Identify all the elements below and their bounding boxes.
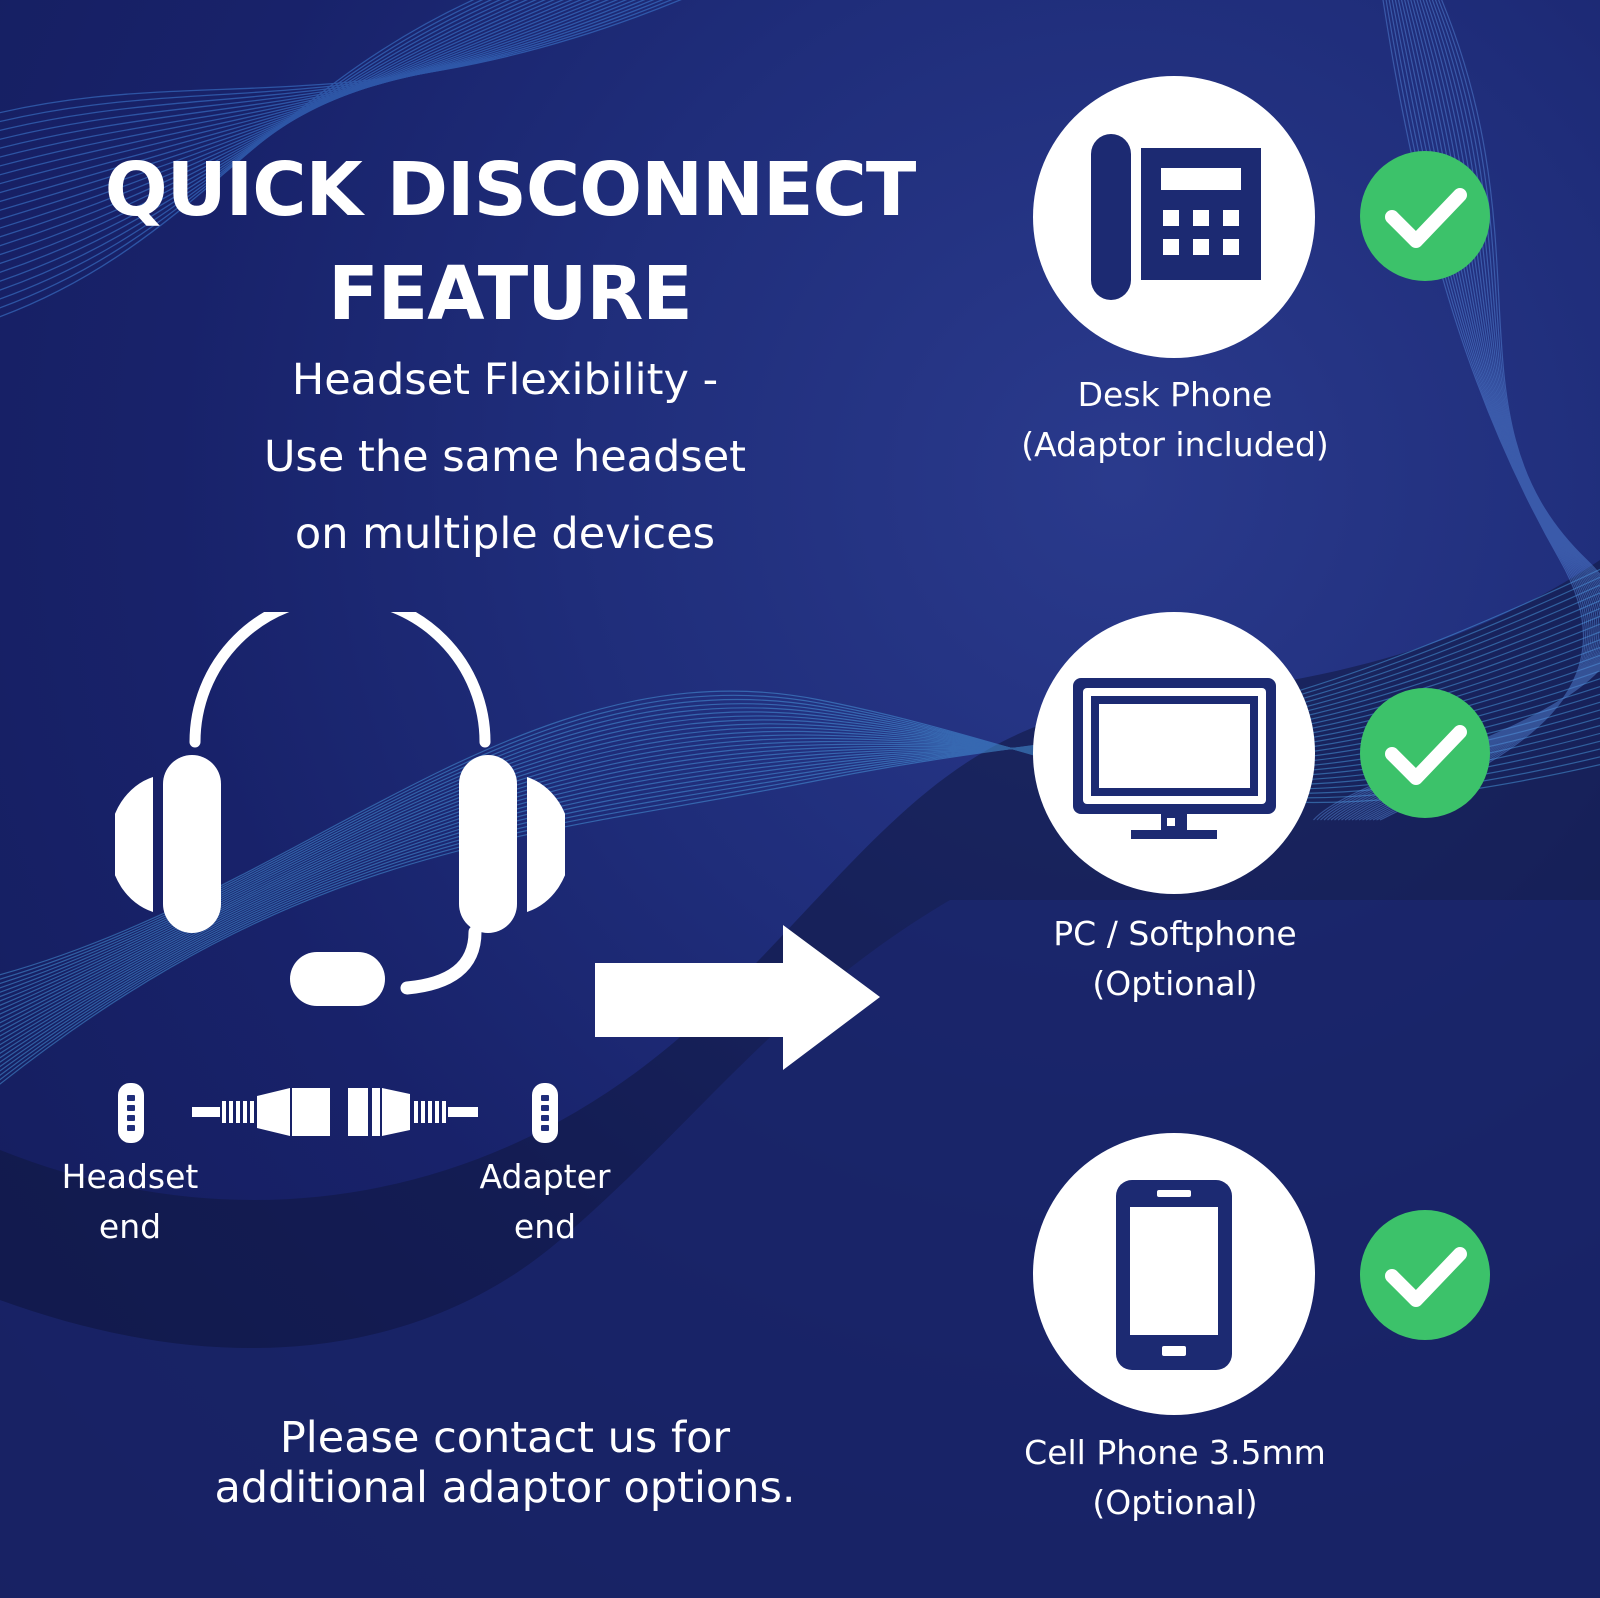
contact-note: Please contact us for additional adaptor… [100, 1413, 910, 1513]
cell-phone-label: Cell Phone 3.5mm (Optional) [1024, 1433, 1326, 1522]
subtitle-line-1: Headset Flexibility - [291, 355, 719, 405]
contact-note-line-2: additional adaptor options. [214, 1463, 796, 1513]
title-line-2: FEATURE [328, 251, 693, 337]
pc-softphone-supported-check [1360, 688, 1490, 818]
wave-line [0, 0, 655, 140]
contact-note-line-1: Please contact us for [279, 1413, 731, 1463]
desk-phone-circle [1033, 76, 1315, 358]
pc-softphone-label: PC / Softphone (Optional) [1053, 914, 1297, 1003]
desk-phone-supported-check [1360, 151, 1490, 281]
subtitle: Headset Flexibility - Use the same heads… [110, 342, 900, 573]
desk-phone-label: Desk Phone (Adaptor included) [1021, 375, 1329, 464]
checkmark-icon [1385, 1247, 1467, 1307]
subtitle-line-2: Use the same headset [263, 432, 747, 482]
monitor-icon [1073, 678, 1276, 839]
cell-phone-circle [1033, 1133, 1315, 1415]
wave-line [0, 0, 682, 114]
headset-end-label: Headset end [61, 1157, 199, 1246]
quick-disconnect-connector-icon [118, 1083, 558, 1143]
checkmark-icon [1385, 725, 1467, 785]
subtitle-line-3: on multiple devices [294, 509, 716, 559]
smartphone-icon [1116, 1180, 1232, 1370]
checkmark-icon [1385, 188, 1467, 248]
title-line-1: QUICK DISCONNECT [104, 147, 917, 233]
adapter-end-label: Adapter end [479, 1157, 611, 1246]
headset-icon [115, 612, 565, 1006]
page-title: QUICK DISCONNECT FEATURE [60, 138, 960, 346]
wave-line [0, 0, 673, 123]
desk-phone-icon [1091, 134, 1261, 300]
wave-line [0, 0, 646, 149]
wave-line [0, 0, 664, 132]
cell-phone-supported-check [1360, 1210, 1490, 1340]
pc-softphone-circle [1033, 612, 1315, 894]
arrow-right-icon [595, 925, 880, 1070]
